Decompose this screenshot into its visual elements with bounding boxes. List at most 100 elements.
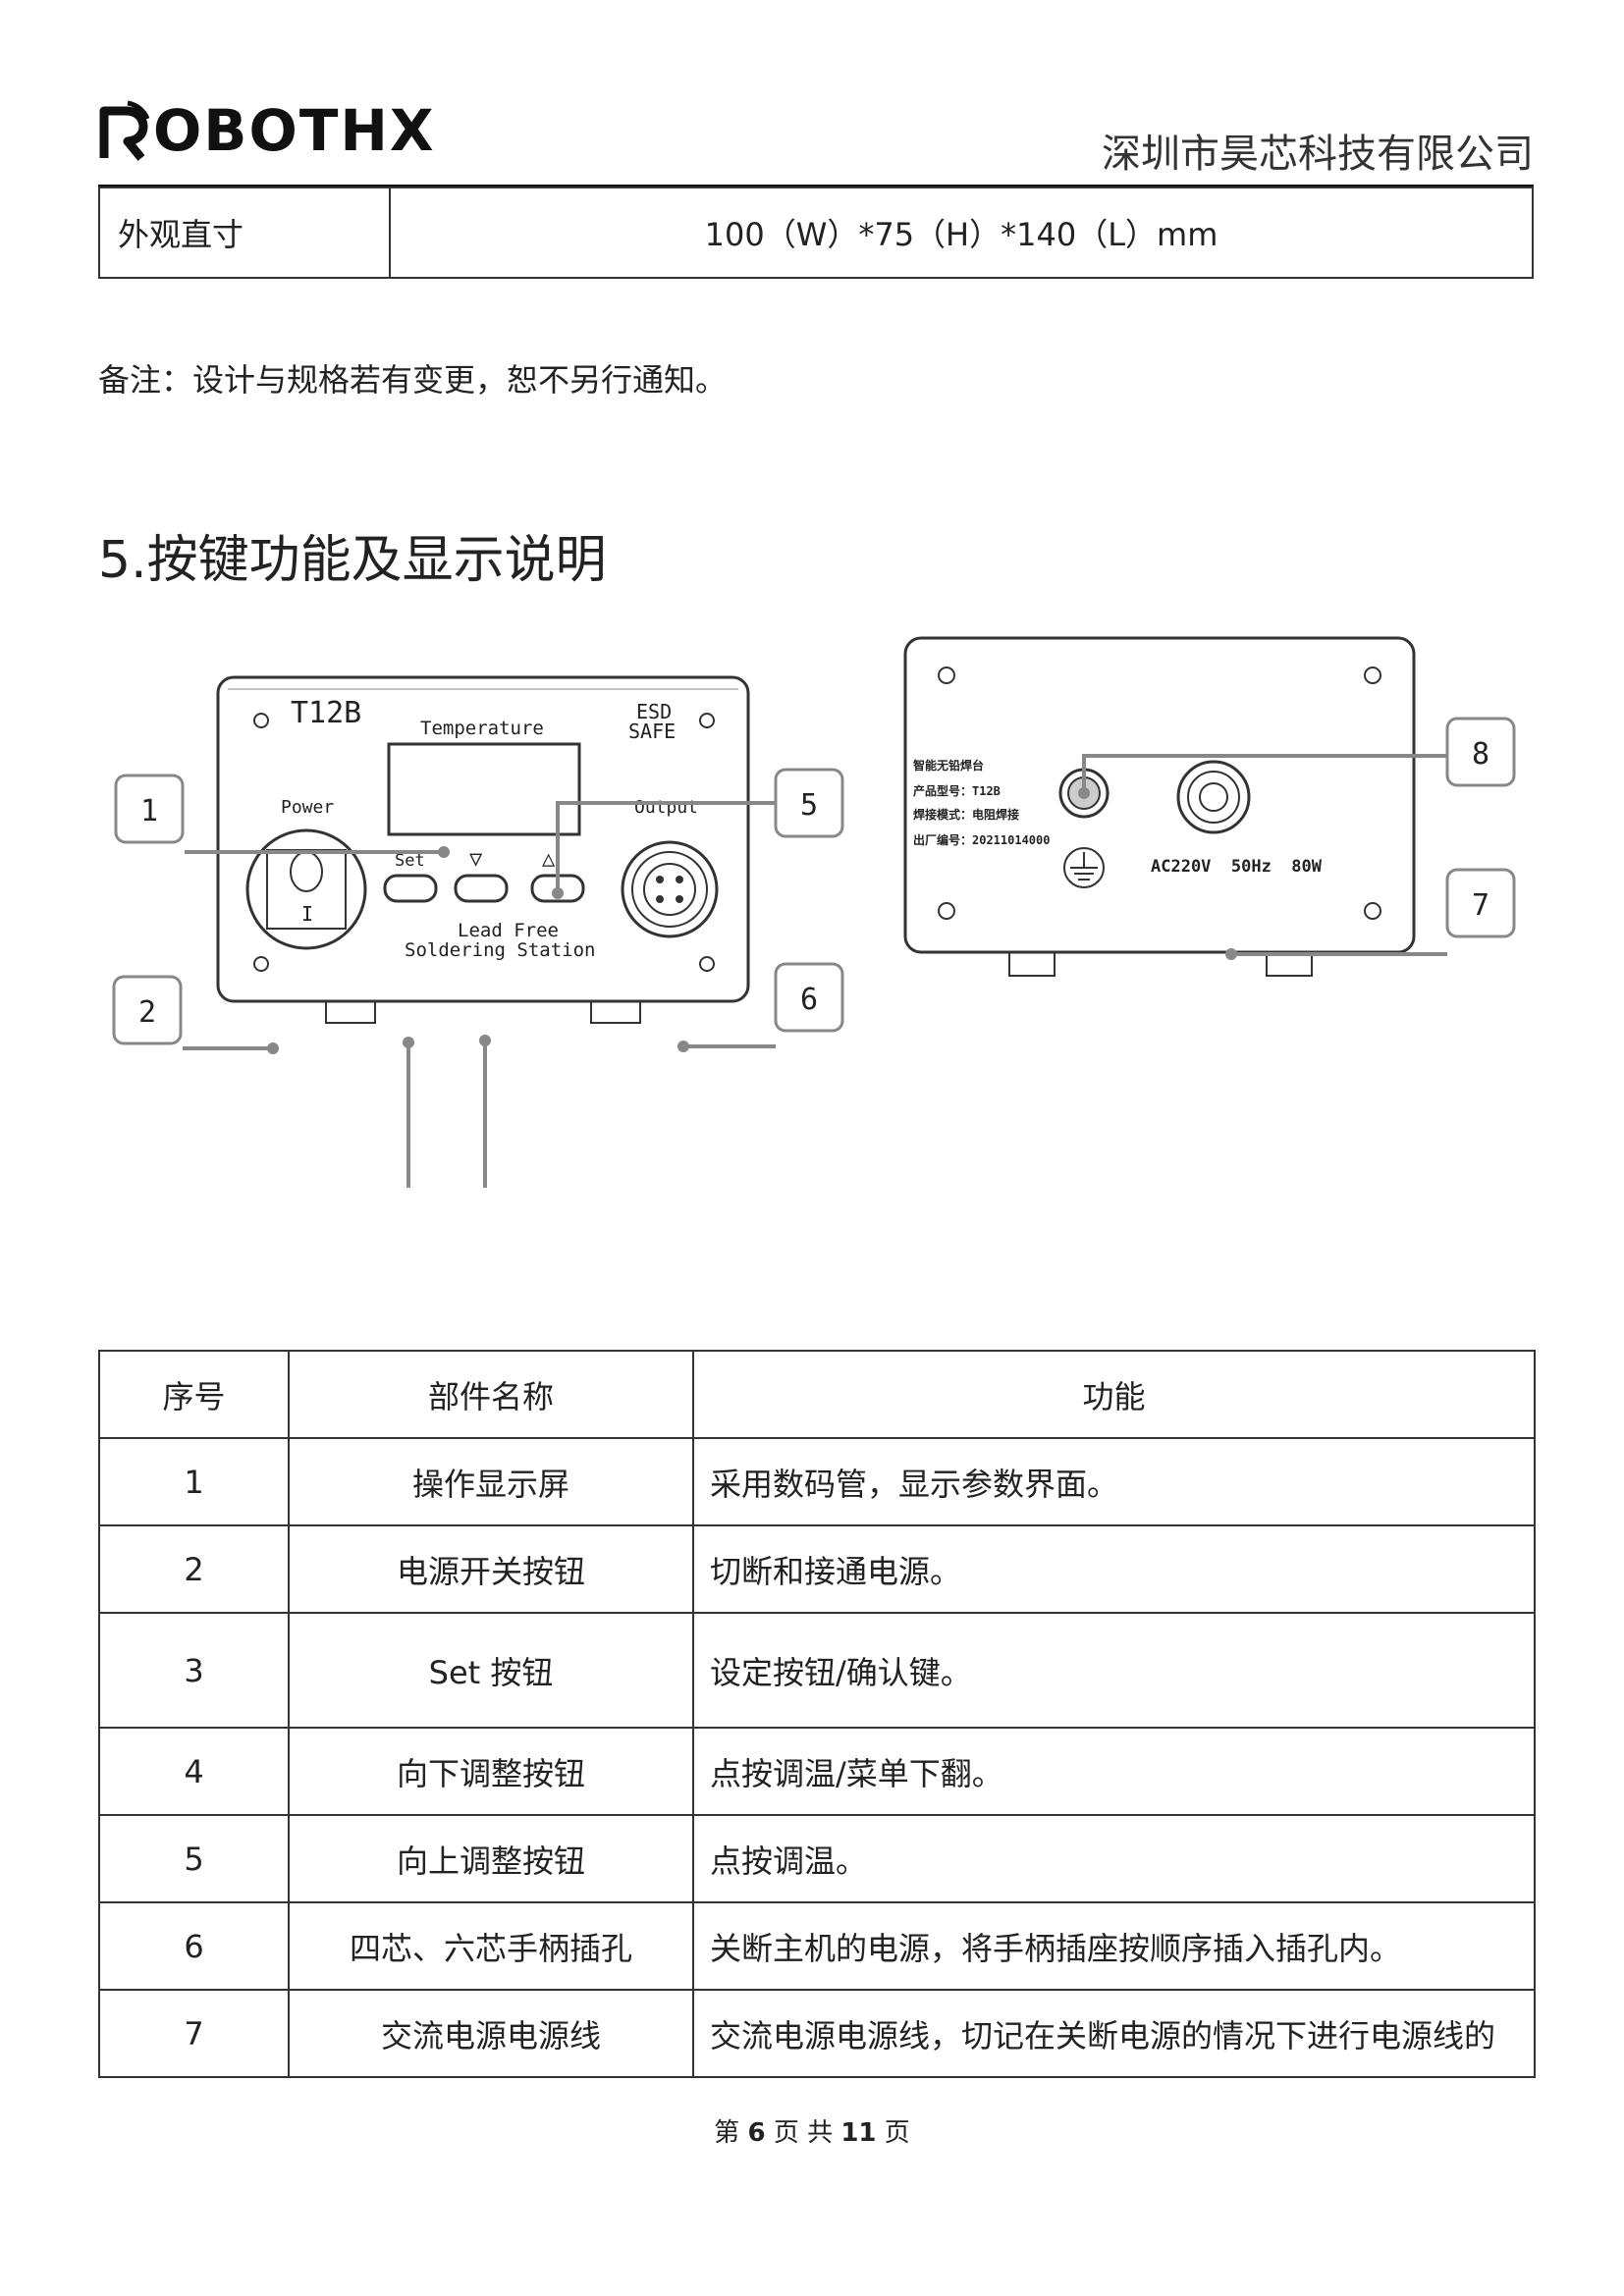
- row-name: 向下调整按钮: [288, 1727, 694, 1816]
- logo-text: OBOTHX: [153, 97, 436, 164]
- callout-2-label: 2: [138, 995, 156, 1030]
- screw-icon: [699, 956, 715, 972]
- power-mark: I: [301, 902, 313, 926]
- row-function: 采用数码管，显示参数界面。: [692, 1437, 1536, 1526]
- screw-icon: [1364, 902, 1381, 920]
- safe-label: SAFE: [628, 720, 676, 743]
- back-panel-diagram: 智能无铅焊台 产品型号：T12B 焊接模式：电阻焊接 出厂编号：20211014…: [903, 636, 1516, 977]
- header-function: 功能: [692, 1350, 1536, 1439]
- spec-label: 外观直寸: [98, 187, 391, 279]
- function-table: 序号 部件名称 功能 1 操作显示屏 采用数码管，显示参数界面。 2 电源开关按…: [98, 1350, 1536, 2078]
- row-name: 向上调整按钮: [288, 1814, 694, 1903]
- ground-icon: [1063, 847, 1105, 888]
- screw-icon: [938, 902, 955, 920]
- footer-suffix: 页: [884, 2118, 910, 2148]
- callout-8-label: 8: [1472, 737, 1489, 772]
- lead-free-label: Lead Free: [458, 920, 559, 941]
- row-function: 点按调温/菜单下翻。: [692, 1727, 1536, 1816]
- table-row: 3 Set 按钮 设定按钮/确认键。: [98, 1612, 1536, 1729]
- esd-label: ESD: [636, 700, 672, 723]
- footer-mid: 页 共: [773, 2118, 834, 2148]
- back-label-line: 出厂编号：20211014000: [913, 832, 1050, 847]
- row-no: 4: [98, 1727, 290, 1816]
- callout-7: [1445, 868, 1516, 938]
- table-row: 4 向下调整按钮 点按调温/菜单下翻。: [98, 1727, 1536, 1816]
- temperature-label: Temperature: [420, 718, 544, 739]
- page-footer: 第 6 页 共 11 页: [0, 2112, 1624, 2149]
- section-title: 5.按键功能及显示说明: [98, 531, 607, 590]
- callout-5-label: 5: [800, 788, 818, 823]
- footer-prefix: 第: [714, 2118, 740, 2148]
- row-no: 6: [98, 1901, 290, 1991]
- back-label-line: 智能无铅焊台: [912, 758, 984, 773]
- spec-value: 100（W）*75（H）*140（L）mm: [389, 187, 1534, 279]
- row-no: 2: [98, 1524, 290, 1614]
- model-label: T12B: [291, 696, 361, 730]
- row-name: Set 按钮: [288, 1612, 694, 1729]
- header-name: 部件名称: [288, 1350, 694, 1439]
- callout-7-label: 7: [1472, 888, 1489, 923]
- screw-icon: [1364, 667, 1381, 684]
- back-panel-outline: [903, 636, 1416, 954]
- up-arrow-icon: △: [542, 847, 556, 872]
- row-function: 切断和接通电源。: [692, 1524, 1536, 1614]
- power-rating: AC220V 50Hz 80W: [1151, 857, 1323, 877]
- table-row: 2 电源开关按钮 切断和接通电源。: [98, 1524, 1536, 1614]
- table-row: 7 交流电源电源线 交流电源电源线，切记在关断电源的情况下进行电源线的: [98, 1989, 1536, 2078]
- screw-icon: [253, 956, 269, 972]
- callout-1-label: 1: [140, 794, 158, 828]
- callout-1: [114, 774, 185, 844]
- back-label-line: 焊接模式：电阻焊接: [913, 807, 1019, 822]
- callout-6-label: 6: [800, 983, 818, 1017]
- handle-socket[interactable]: [621, 840, 719, 938]
- row-function: 交流电源电源线，切记在关断电源的情况下进行电源线的: [692, 1989, 1536, 2078]
- row-no: 7: [98, 1989, 290, 2078]
- screw-icon: [938, 667, 955, 684]
- front-panel-diagram: T12B Temperature ESD SAFE Power Output I…: [112, 675, 844, 1188]
- soldering-station-label: Soldering Station: [405, 939, 595, 961]
- header-divider: [98, 185, 1534, 187]
- foot-right: [590, 1000, 641, 1024]
- callout-6: [774, 962, 844, 1033]
- foot-left: [1008, 951, 1056, 977]
- callout-2: [112, 975, 183, 1045]
- table-row: 6 四芯、六芯手柄插孔 关断主机的电源，将手柄插座按顺序插入插孔内。: [98, 1901, 1536, 1991]
- down-button[interactable]: [454, 874, 509, 903]
- screw-icon: [253, 713, 269, 728]
- foot-left: [325, 1000, 376, 1024]
- row-function: 设定按钮/确认键。: [692, 1612, 1536, 1729]
- output-label: Output: [634, 797, 698, 818]
- table-row: 5 向上调整按钮 点按调温。: [98, 1814, 1536, 1903]
- back-label-line: 产品型号：T12B: [913, 783, 1001, 798]
- row-no: 1: [98, 1437, 290, 1526]
- display-screen: [387, 742, 581, 836]
- table-row: 1 操作显示屏 采用数码管，显示参数界面。: [98, 1437, 1536, 1526]
- down-arrow-icon: ▽: [469, 847, 483, 872]
- row-name: 交流电源电源线: [288, 1989, 694, 2078]
- front-panel-outline: [216, 675, 750, 1003]
- header-no: 序号: [98, 1350, 290, 1439]
- set-label: Set: [395, 851, 425, 871]
- spec-table: 外观直寸 100（W）*75（H）*140（L）mm: [98, 187, 1534, 279]
- screw-icon: [699, 713, 715, 728]
- robothx-r-icon: [99, 100, 149, 161]
- disclaimer-note: 备注：设计与规格若有变更，恕不另行通知。: [98, 361, 728, 399]
- row-name: 操作显示屏: [288, 1437, 694, 1526]
- total-pages: 11: [840, 2118, 877, 2148]
- row-function: 关断主机的电源，将手柄插座按顺序插入插孔内。: [692, 1901, 1536, 1991]
- row-no: 3: [98, 1612, 290, 1729]
- table-header-row: 序号 部件名称 功能: [98, 1350, 1536, 1439]
- spec-row: 外观直寸 100（W）*75（H）*140（L）mm: [98, 187, 1534, 279]
- callout-5: [774, 768, 844, 838]
- row-name: 电源开关按钮: [288, 1524, 694, 1614]
- row-name: 四芯、六芯手柄插孔: [288, 1901, 694, 1991]
- set-button[interactable]: [383, 874, 438, 903]
- company-logo: OBOTHX: [98, 90, 436, 171]
- row-function: 点按调温。: [692, 1814, 1536, 1903]
- power-label: Power: [281, 797, 334, 818]
- power-switch-outer[interactable]: [245, 828, 367, 950]
- power-cord-inlet[interactable]: [1176, 760, 1251, 834]
- page-number: 6: [747, 2118, 766, 2148]
- row-no: 5: [98, 1814, 290, 1903]
- callout-8: [1445, 717, 1516, 787]
